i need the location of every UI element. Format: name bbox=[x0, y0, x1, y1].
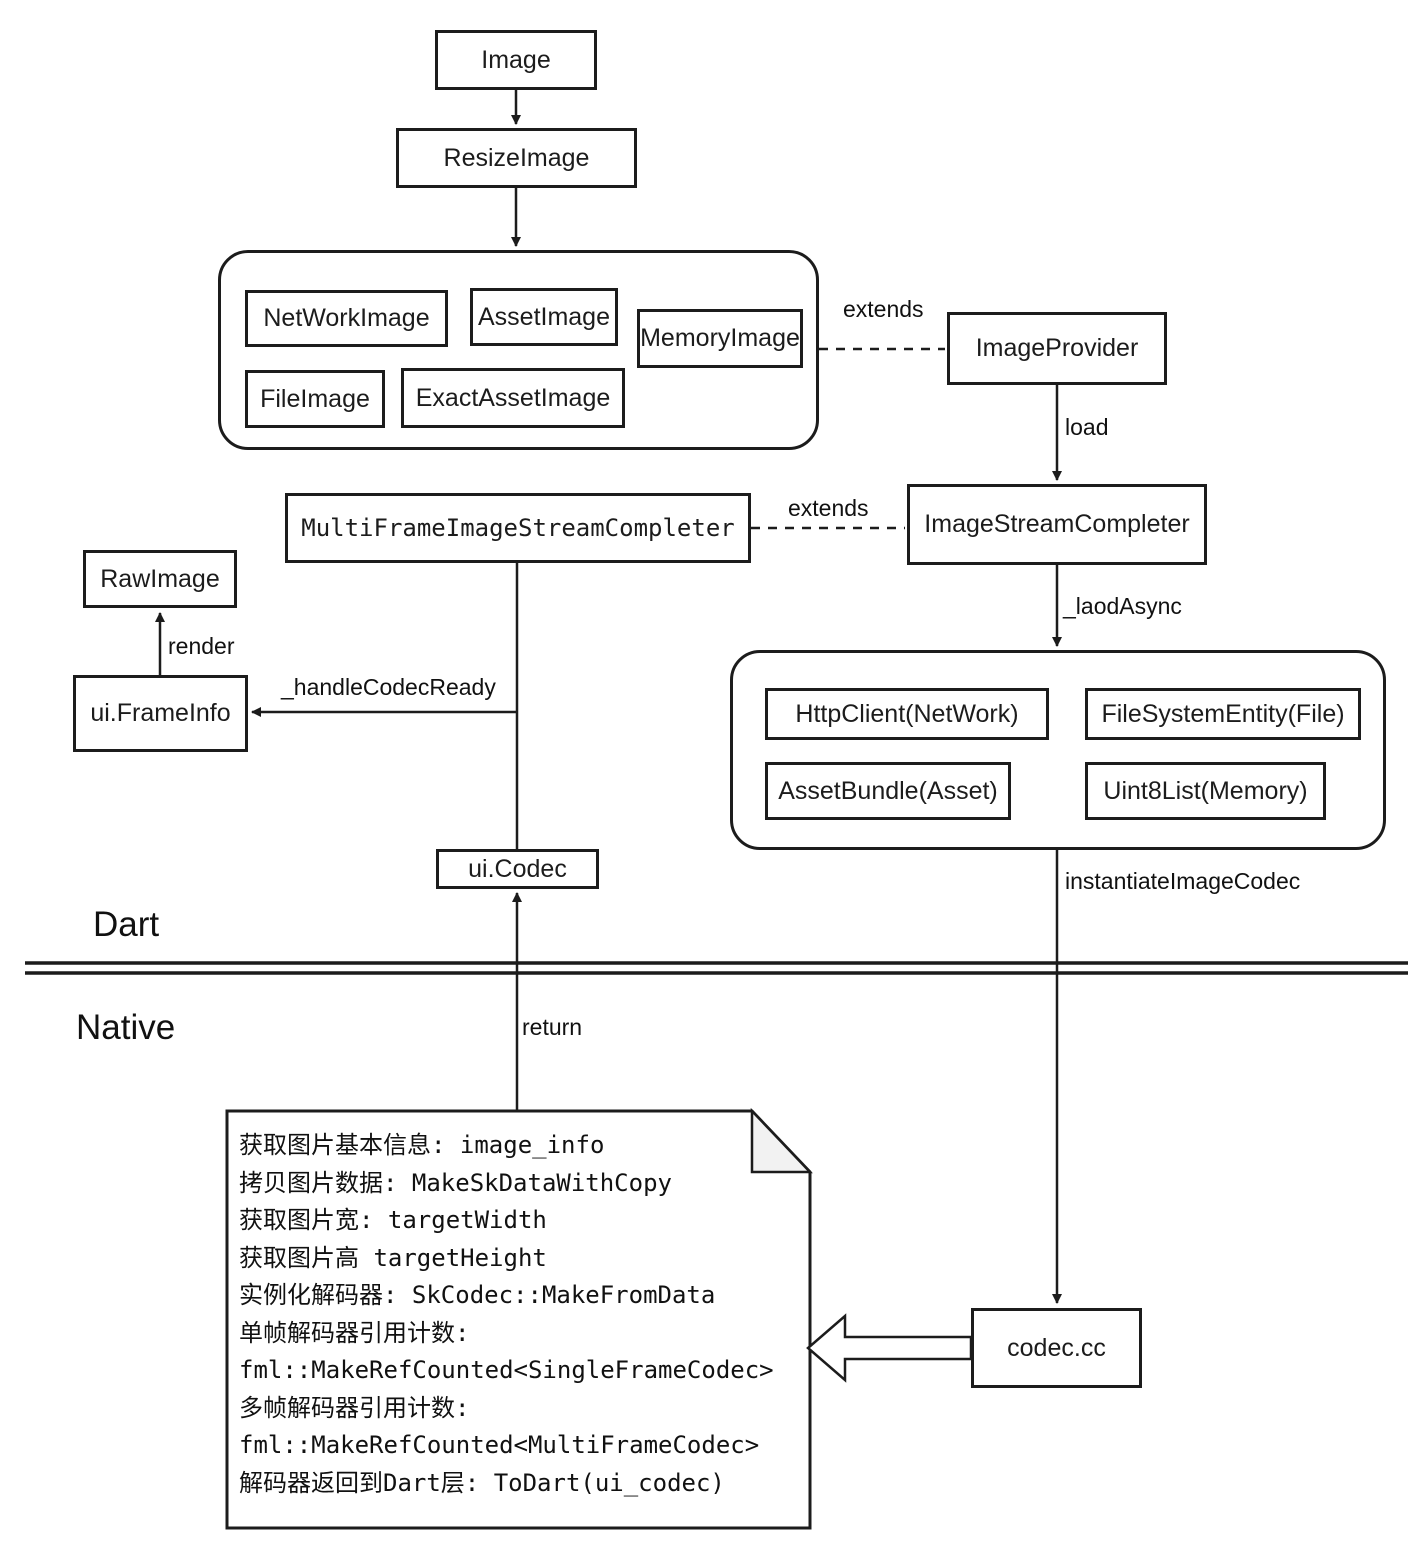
instantiateimagecodec-label: instantiateImageCodec bbox=[1065, 868, 1301, 894]
laodasync-label: _laodAsync bbox=[1063, 593, 1182, 619]
load-label: load bbox=[1065, 414, 1109, 440]
image-provider-node: ImageProvider bbox=[947, 312, 1167, 385]
uint8list-node-label: Uint8List(Memory) bbox=[1103, 776, 1308, 805]
image-node-label: Image bbox=[481, 45, 551, 74]
note-line: 单帧解码器引用计数: bbox=[239, 1318, 470, 1347]
codec-cc-node: codec.cc bbox=[971, 1308, 1142, 1388]
resize-image-node: ResizeImage bbox=[396, 128, 637, 188]
ui-frame-info-node: ui.FrameInfo bbox=[73, 675, 248, 752]
asset-bundle-node-label: AssetBundle(Asset) bbox=[778, 776, 998, 805]
asset-image-node-label: AssetImage bbox=[477, 302, 610, 331]
memory-image-node: MemoryImage bbox=[637, 309, 803, 368]
image-stream-completer-label: ImageStreamCompleter bbox=[924, 510, 1190, 538]
note-fold-corner bbox=[750, 1107, 813, 1174]
note-line: 实例化解码器: SkCodec::MakeFromData bbox=[239, 1281, 716, 1309]
exact-asset-image-node: ExactAssetImage bbox=[401, 368, 625, 428]
resize-image-node-label: ResizeImage bbox=[443, 143, 590, 172]
ui-codec-node-label: ui.Codec bbox=[468, 854, 567, 883]
note-line: fml::MakeRefCounted<MultiFrameCodec> bbox=[239, 1431, 760, 1459]
image-provider-node-label: ImageProvider bbox=[975, 334, 1139, 362]
codec-cc-node-label: codec.cc bbox=[1007, 1333, 1106, 1362]
extends-imageprovider-label: extends bbox=[843, 296, 924, 322]
file-system-entity-node-label: FileSystemEntity(File) bbox=[1101, 699, 1345, 728]
uint8list-node: Uint8List(Memory) bbox=[1085, 762, 1326, 820]
file-system-entity-node: FileSystemEntity(File) bbox=[1085, 688, 1361, 740]
extends-streamcompleter-label: extends bbox=[788, 495, 869, 521]
note-line: 获取图片高 targetHeight bbox=[239, 1243, 547, 1272]
network-image-node-label: NetWorkImage bbox=[263, 304, 430, 332]
raw-image-node: RawImage bbox=[83, 550, 237, 608]
file-image-node: FileImage bbox=[245, 370, 385, 428]
ui-frame-info-node-label: ui.FrameInfo bbox=[90, 699, 231, 727]
asset-bundle-node: AssetBundle(Asset) bbox=[765, 762, 1011, 820]
multi-frame-image-stream-completer-node: MultiFrameImageStreamCompleter bbox=[285, 493, 751, 563]
note-line: 拷贝图片数据: MakeSkDataWithCopy bbox=[239, 1168, 672, 1197]
multi-frame-image-stream-completer-label: MultiFrameImageStreamCompleter bbox=[301, 514, 735, 542]
http-client-node: HttpClient(NetWork) bbox=[765, 688, 1049, 740]
note-line: 多帧解码器引用计数: bbox=[239, 1393, 470, 1422]
ui-codec-node: ui.Codec bbox=[436, 849, 599, 889]
network-image-node: NetWorkImage bbox=[245, 290, 448, 347]
raw-image-node-label: RawImage bbox=[100, 564, 220, 593]
return-label: return bbox=[522, 1014, 583, 1040]
image-stream-completer-node: ImageStreamCompleter bbox=[907, 484, 1207, 565]
http-client-node-label: HttpClient(NetWork) bbox=[795, 699, 1019, 728]
handlecodecready-label: _handleCodecReady bbox=[281, 674, 496, 700]
dart-layer-label: Dart bbox=[93, 905, 160, 944]
image-node: Image bbox=[435, 30, 597, 90]
file-image-node-label: FileImage bbox=[260, 384, 370, 413]
memory-image-node-label: MemoryImage bbox=[640, 324, 800, 352]
note-line: fml::MakeRefCounted<SingleFrameCodec> bbox=[239, 1356, 774, 1384]
exact-asset-image-node-label: ExactAssetImage bbox=[415, 383, 611, 412]
io-source-group bbox=[730, 650, 1386, 850]
block-arrow-codec-to-note bbox=[806, 1313, 973, 1383]
note-line: 获取图片宽: targetWidth bbox=[239, 1206, 547, 1234]
render-label: render bbox=[168, 633, 235, 659]
note-line: 获取图片基本信息: image_info bbox=[239, 1131, 605, 1159]
codec-note: 获取图片基本信息: image_info 拷贝图片数据: MakeSkDataW… bbox=[239, 1127, 774, 1502]
asset-image-node: AssetImage bbox=[470, 288, 618, 346]
native-layer-label: Native bbox=[76, 1008, 176, 1047]
note-line: 解码器返回到Dart层: ToDart(ui_codec) bbox=[239, 1468, 725, 1497]
